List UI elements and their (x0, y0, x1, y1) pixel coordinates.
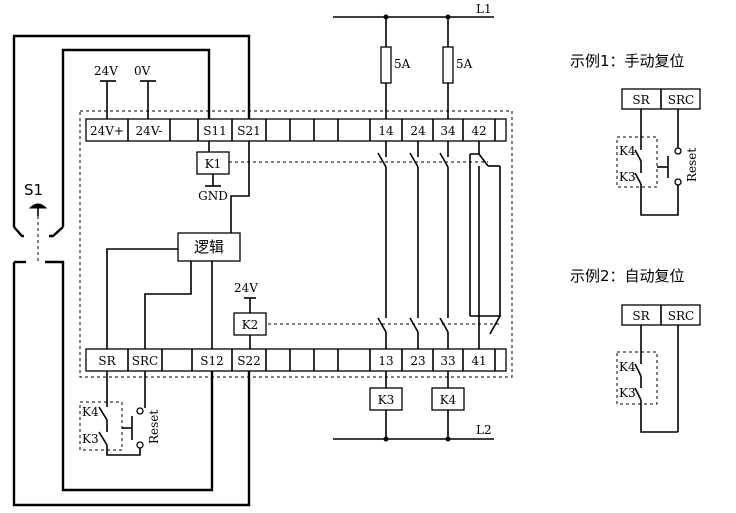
s1-label: S1 (24, 181, 43, 199)
terminal-14: 14 (378, 124, 394, 138)
emergency-stop-loop: S1 (12, 34, 251, 507)
svg-text:5A: 5A (394, 57, 411, 71)
svg-text:K2: K2 (242, 318, 259, 332)
power-line-l2: L2 (333, 423, 494, 442)
reset-label: Reset (147, 410, 161, 444)
terminal-s11: S11 (203, 124, 227, 138)
svg-text:K1: K1 (205, 157, 222, 171)
terminal-34: 34 (440, 124, 456, 138)
terminal-33: 33 (440, 354, 455, 368)
logic-block: 逻辑 (177, 232, 241, 262)
terminal-s21: S21 (237, 124, 261, 138)
svg-text:L2: L2 (476, 423, 492, 437)
terminal-23: 23 (410, 354, 425, 368)
svg-text:SR: SR (632, 93, 650, 107)
relay-k2: 24V K2 (233, 281, 267, 349)
svg-text:Reset: Reset (685, 148, 699, 182)
relay-k3: K3 (369, 371, 403, 439)
svg-text:K3: K3 (619, 386, 636, 400)
svg-text:L1: L1 (476, 2, 492, 16)
fuse-1: 5A (380, 17, 411, 119)
relay-k1: K1 GND (196, 141, 230, 203)
svg-text:K4: K4 (82, 405, 99, 419)
svg-text:0V: 0V (134, 64, 151, 78)
svg-text:SRC: SRC (668, 309, 694, 323)
terminal-24v-plus: 24V+ (90, 124, 124, 138)
power-line-l1: L1 (333, 2, 494, 20)
terminal-sr: SR (98, 354, 116, 368)
supply-terminals: 24V 0V (94, 64, 156, 119)
svg-text:K3: K3 (378, 393, 395, 407)
svg-text:SR: SR (632, 309, 650, 323)
top-terminal-strip: 24V+ 24V- S11 S21 14 24 34 42 (85, 118, 507, 142)
terminal-src: SRC (132, 354, 158, 368)
svg-text:K4: K4 (619, 360, 636, 374)
example1-manual-reset: 示例1：手动复位 SR SRC K4 K3 Reset (570, 52, 701, 216)
example2-title: 示例2：自动复位 (570, 267, 685, 285)
output-contacts (377, 141, 502, 349)
bottom-terminal-strip: SR SRC S12 S22 13 23 33 41 (85, 348, 507, 372)
example1-title: 示例1：手动复位 (570, 52, 685, 70)
svg-text:K4: K4 (440, 393, 457, 407)
gnd-label: GND (198, 189, 228, 203)
svg-text:K3: K3 (619, 170, 636, 184)
relay-k4: K4 (431, 371, 465, 439)
terminal-13: 13 (378, 354, 393, 368)
terminal-s22: S22 (237, 354, 261, 368)
svg-text:K3: K3 (82, 432, 99, 446)
module-enclosure (79, 110, 513, 378)
example2-auto-reset: 示例2：自动复位 SR SRC K4 K3 (570, 267, 701, 433)
terminal-24: 24 (410, 124, 426, 138)
fuse-2: 5A (442, 17, 473, 119)
terminal-24v-minus: 24V- (136, 124, 163, 138)
terminal-41: 41 (471, 354, 486, 368)
terminal-s12: S12 (200, 354, 224, 368)
svg-text:24V: 24V (94, 64, 118, 78)
svg-text:K4: K4 (619, 144, 636, 158)
svg-text:逻辑: 逻辑 (194, 238, 224, 256)
reset-circuit-main: K4 K3 Reset (79, 371, 161, 456)
terminal-42: 42 (471, 124, 486, 138)
svg-text:SRC: SRC (668, 93, 694, 107)
k2-supply-label: 24V (234, 281, 258, 295)
svg-text:5A: 5A (456, 57, 473, 71)
